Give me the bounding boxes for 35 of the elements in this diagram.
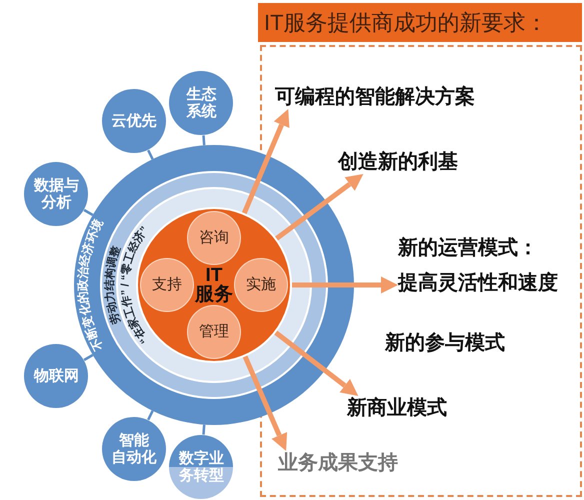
topic-label: 数据与分析 xyxy=(33,177,80,211)
petal-label: 实施 xyxy=(245,276,277,294)
center-label: IT服务 xyxy=(194,266,234,304)
petal-circle xyxy=(140,258,194,312)
requirement-heading: 新的运营模式： xyxy=(398,236,539,260)
topic-label: 数字业务转型 xyxy=(178,450,224,484)
requirement-text: 提高灵活性和速度 xyxy=(398,271,558,295)
connector-line xyxy=(147,150,154,160)
connector-line xyxy=(202,424,206,435)
petal-label: 支持 xyxy=(151,276,183,294)
petal-label: 咨询 xyxy=(198,229,230,247)
petal-label: 管理 xyxy=(198,323,230,341)
arrow xyxy=(274,330,358,396)
arrow xyxy=(292,276,398,294)
connector-line xyxy=(83,354,94,362)
petal-circle xyxy=(234,258,288,312)
panel-header: IT服务提供商成功的新要求： xyxy=(258,3,582,42)
arrow xyxy=(242,356,288,451)
arrow xyxy=(275,174,364,240)
requirement-text: 新的参与模式 xyxy=(385,331,505,355)
connector-line xyxy=(147,410,154,420)
petal-circle xyxy=(187,211,241,265)
requirement-text: 新商业模式 xyxy=(347,396,447,420)
requirement-text: 业务成果支持 xyxy=(278,451,398,475)
requirement-text: 可编程的智能解决方案 xyxy=(275,85,475,109)
topic-label: 云优先 xyxy=(110,112,158,130)
ring-label: “在家工作” / “零工经济” xyxy=(120,224,151,346)
topic-label: 物联网 xyxy=(32,368,80,384)
topic-label: 智能自动化 xyxy=(111,432,158,466)
arrow xyxy=(242,109,290,214)
topic-label: 生态系统 xyxy=(185,86,218,120)
connector-line xyxy=(83,208,94,216)
requirement-text: 创造新的利基 xyxy=(338,150,458,174)
connector-line xyxy=(202,135,206,146)
petal-circle xyxy=(187,305,241,359)
